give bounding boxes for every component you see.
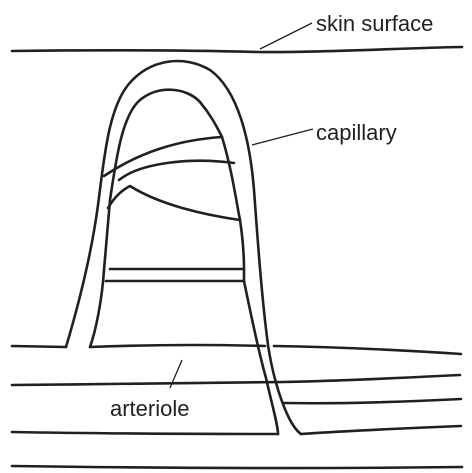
skin-surface-line xyxy=(12,47,462,52)
arteriole-middle-line-1 xyxy=(12,375,460,385)
arteriole-bottom-wall-right xyxy=(301,426,461,434)
skin-surface-leader-line xyxy=(260,23,312,49)
arteriole-bottom-wall-left xyxy=(12,432,278,434)
arteriole-top-wall-left xyxy=(12,346,66,347)
arteriole-middle-line-2 xyxy=(284,399,461,403)
arteriole-top-wall-middle xyxy=(90,345,265,347)
skin-surface-label: skin surface xyxy=(316,11,433,36)
arteriole-label: arteriole xyxy=(110,396,189,421)
capillary-branch-lower xyxy=(119,161,234,180)
capillary-branch-upper xyxy=(104,137,222,176)
arteriole-top-wall-right xyxy=(274,346,461,354)
capillary-leader-line xyxy=(252,129,313,145)
bottom-boundary-line xyxy=(12,466,462,468)
capillary-label: capillary xyxy=(316,120,397,145)
capillary-crossing-strand xyxy=(108,186,240,220)
